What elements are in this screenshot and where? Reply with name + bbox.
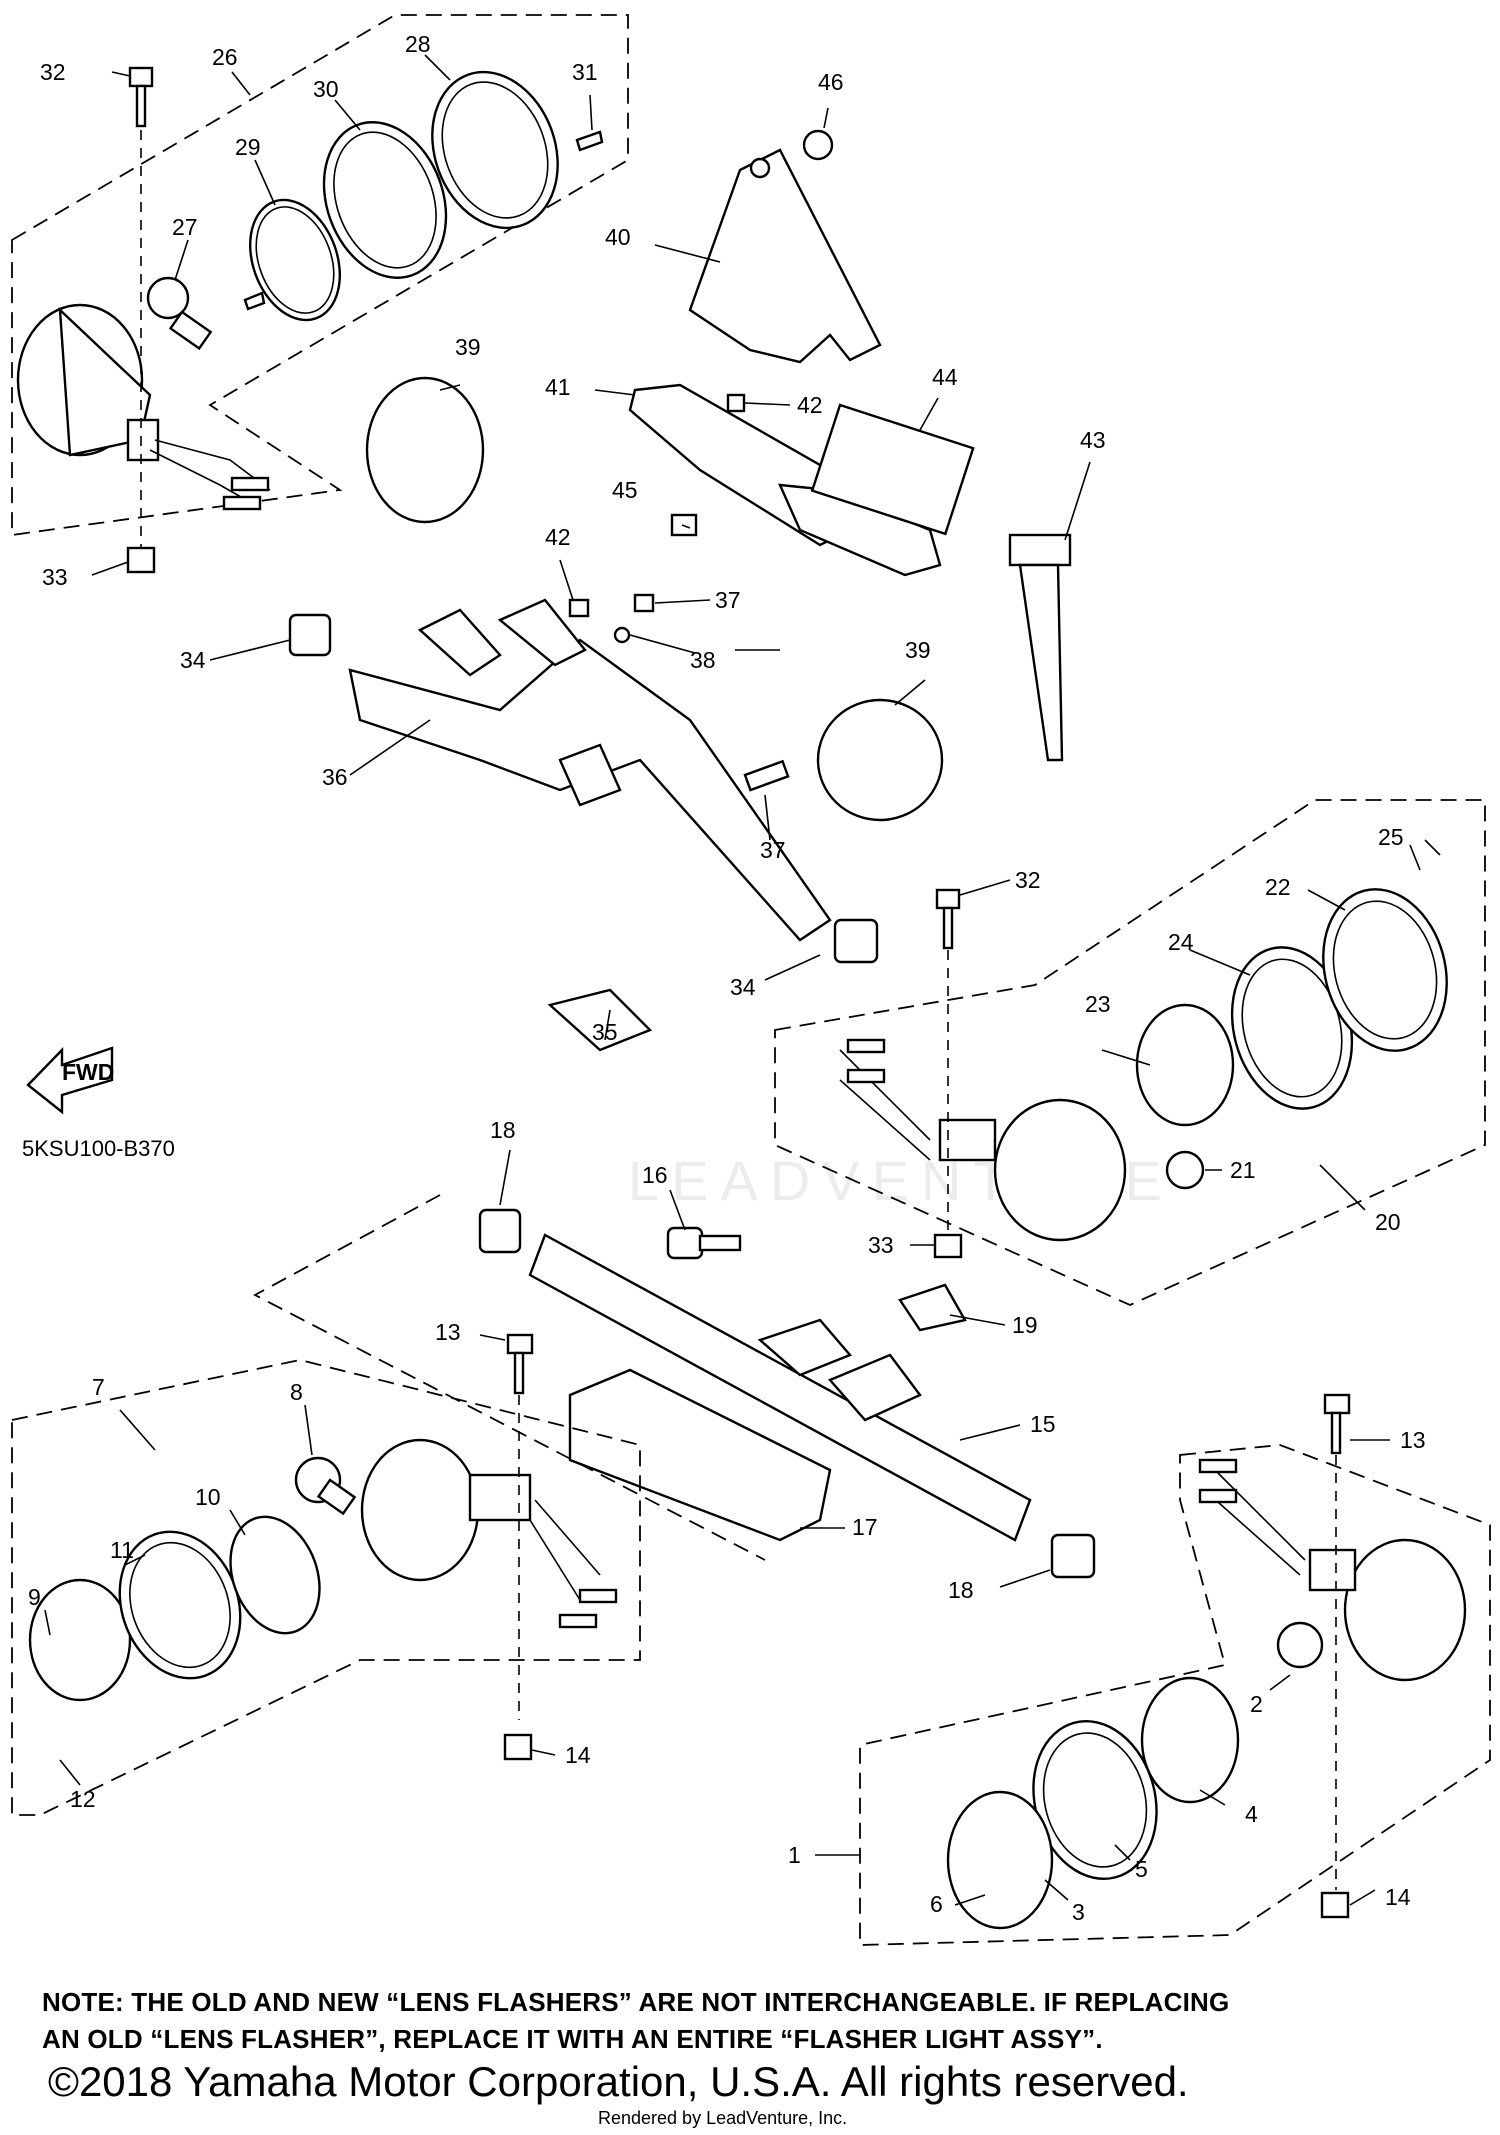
callout-39b: 39 [905,637,931,663]
callout-44: 44 [932,364,958,390]
rendered-by-credit: Rendered by LeadVenture, Inc. [598,2108,848,2128]
callout-30: 30 [313,76,339,102]
exploded-parts-diagram: FWD [11,14,1491,1946]
callout-23: 23 [1085,991,1111,1017]
callout-36: 36 [322,764,348,790]
callout-18a: 18 [490,1117,516,1143]
callout-28: 28 [405,31,431,57]
callout-19: 19 [1012,1312,1038,1338]
callout-24: 24 [1168,929,1194,955]
callout-31: 31 [572,59,598,85]
callout-10: 10 [195,1484,221,1510]
callout-41: 41 [545,374,571,400]
callout-1: 1 [788,1842,801,1868]
callout-33b: 33 [868,1232,894,1258]
callout-34b: 34 [730,974,756,1000]
fwd-label: FWD [62,1059,114,1085]
callout-42b: 42 [545,524,571,550]
license-bracket-assembly [628,129,1072,762]
callout-38: 38 [690,647,716,673]
callout-32: 32 [40,59,66,85]
callout-7: 7 [92,1374,105,1400]
callout-42a: 42 [797,392,823,418]
callout-33: 33 [42,564,68,590]
callout-11: 11 [110,1537,134,1563]
callout-20: 20 [1375,1209,1401,1235]
callout-40: 40 [605,224,631,250]
callout-12: 12 [70,1786,96,1812]
callout-39a: 39 [455,334,481,360]
callout-13b: 13 [1400,1427,1426,1453]
callout-18b: 18 [948,1577,974,1603]
note-line-1: NOTE: THE OLD AND NEW “LENS FLASHERS” AR… [42,1987,1230,2017]
callout-35: 35 [592,1019,618,1045]
callout-26: 26 [212,44,238,70]
callout-9: 9 [28,1584,41,1610]
copyright-notice: ©2018 Yamaha Motor Corporation, U.S.A. A… [48,2058,1189,2105]
callout-3: 3 [1072,1899,1085,1925]
callout-34: 34 [180,647,206,673]
leader-lines [44,54,1441,1906]
flasher-group-lower-right [859,1393,1491,1946]
callout-29: 29 [235,134,261,160]
flasher-group-lower-left [11,1333,641,1816]
callout-21: 21 [1230,1157,1256,1183]
callout-4: 4 [1245,1801,1258,1827]
flasher-stay-assembly [288,376,944,1052]
callout-46: 46 [818,69,844,95]
flasher-group-right [774,799,1486,1306]
fwd-arrow: FWD [26,1046,114,1115]
callout-32b: 32 [1015,867,1041,893]
callout-43: 43 [1080,427,1106,453]
callout-8: 8 [290,1379,303,1405]
callout-16: 16 [642,1162,668,1188]
callout-37a: 37 [715,587,741,613]
callout-15: 15 [1030,1411,1056,1437]
callout-25: 25 [1378,824,1404,850]
diagram-code: 5KSU100-B370 [22,1136,175,1161]
callout-labels: 32 26 27 28 30 29 31 33 34 36 40 46 41 4… [28,31,1426,1925]
callout-22: 22 [1265,874,1291,900]
note-line-2: AN OLD “LENS FLASHER”, REPLACE IT WITH A… [42,2024,1103,2054]
note-text: NOTE: THE OLD AND NEW “LENS FLASHERS” AR… [42,1984,1462,2058]
callout-14a: 14 [565,1742,591,1768]
callout-27: 27 [172,214,198,240]
callout-37b: 37 [760,837,786,863]
callout-6: 6 [930,1891,943,1917]
callout-5: 5 [1135,1856,1148,1882]
callout-14b: 14 [1385,1884,1411,1910]
callout-17: 17 [852,1514,878,1540]
flasher-stay-tube [253,1194,1096,1579]
flasher-group-top-left [11,14,629,574]
callout-45: 45 [612,477,638,503]
callout-2: 2 [1250,1691,1263,1717]
callout-13a: 13 [435,1319,461,1345]
